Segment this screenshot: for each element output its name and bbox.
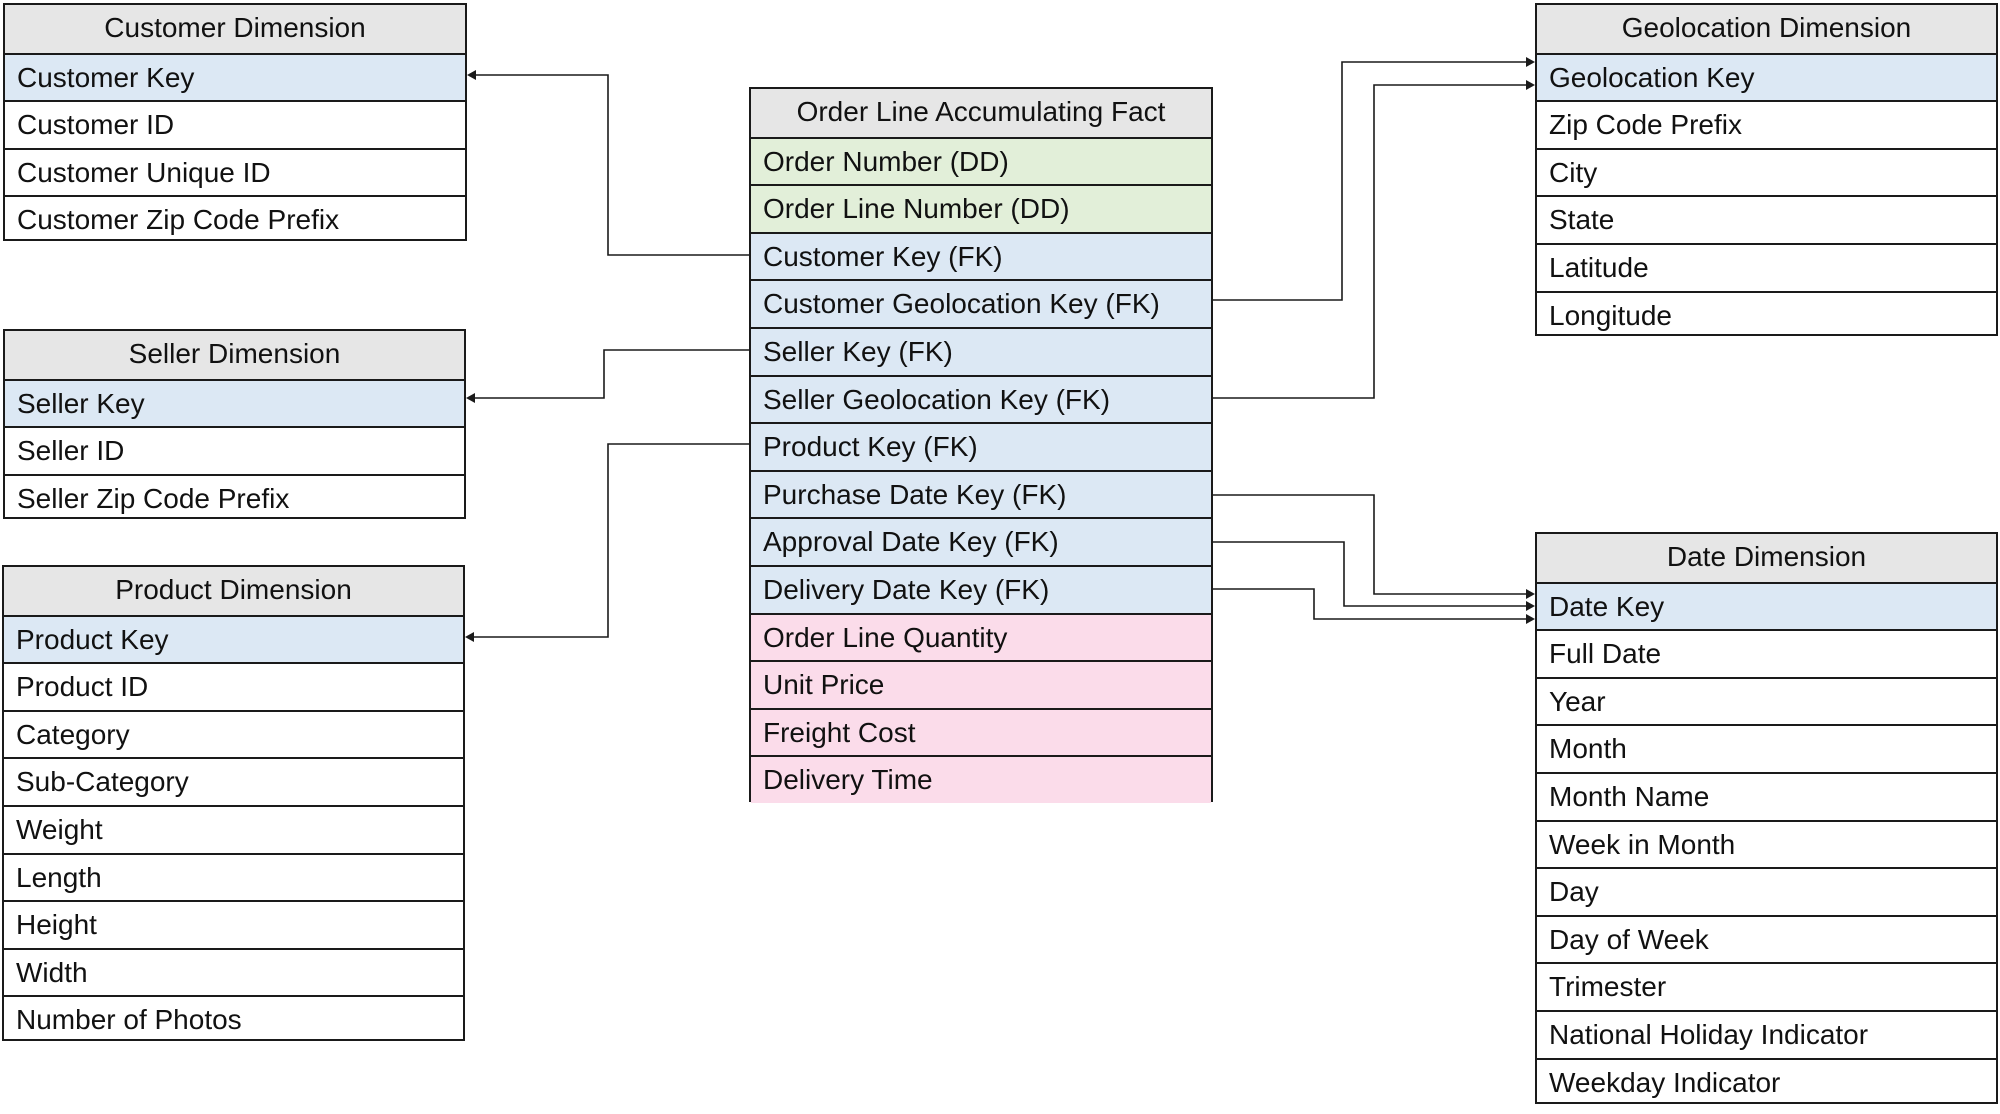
field-delivery-date-key-fk: Delivery Date Key (FK) xyxy=(751,564,1211,613)
field-length: Length xyxy=(4,852,463,901)
field-date-key: Date Key xyxy=(1537,581,1996,630)
arrowhead-delivery-date-key xyxy=(1526,614,1535,624)
field-month-name: Month Name xyxy=(1537,771,1996,820)
field-unit-price: Unit Price xyxy=(751,660,1211,708)
field-month: Month xyxy=(1537,724,1996,772)
arrowhead-product-key xyxy=(465,632,474,642)
field-city: City xyxy=(1537,147,1996,196)
field-sub-category: Sub-Category xyxy=(4,757,463,805)
field-number-of-photos: Number of Photos xyxy=(4,995,463,1043)
field-seller-geolocation-key-fk: Seller Geolocation Key (FK) xyxy=(751,374,1211,423)
field-national-holiday-indicator: National Holiday Indicator xyxy=(1537,1009,1996,1058)
field-year: Year xyxy=(1537,676,1996,725)
connector-seller-key xyxy=(473,349,749,399)
field-purchase-date-key-fk: Purchase Date Key (FK) xyxy=(751,469,1211,518)
seller-dimension-table: Seller Dimension Seller Key Seller ID Se… xyxy=(3,329,466,519)
field-height: Height xyxy=(4,900,463,948)
field-full-date: Full Date xyxy=(1537,629,1996,677)
field-product-key: Product Key xyxy=(4,614,463,663)
date-dimension-title: Date Dimension xyxy=(1537,534,1996,582)
field-freight-cost: Freight Cost xyxy=(751,707,1211,756)
field-customer-zip-code-prefix: Customer Zip Code Prefix xyxy=(5,195,465,243)
field-weight: Weight xyxy=(4,804,463,853)
arrowhead-customer-key xyxy=(467,70,476,80)
field-customer-geolocation-key-fk: Customer Geolocation Key (FK) xyxy=(751,279,1211,327)
connector-delivery-date-key xyxy=(1213,588,1528,620)
field-customer-key: Customer Key xyxy=(5,52,465,101)
field-customer-unique-id: Customer Unique ID xyxy=(5,147,465,196)
field-category: Category xyxy=(4,709,463,758)
field-delivery-time: Delivery Time xyxy=(751,755,1211,803)
customer-dimension-title: Customer Dimension xyxy=(5,5,465,53)
field-seller-zip-code-prefix: Seller Zip Code Prefix xyxy=(5,473,464,522)
connector-approval-date-key xyxy=(1213,541,1528,607)
field-week-in-month: Week in Month xyxy=(1537,819,1996,868)
field-latitude: Latitude xyxy=(1537,242,1996,291)
geolocation-dimension-table: Geolocation Dimension Geolocation Key Zi… xyxy=(1535,3,1998,336)
arrowhead-seller-geolocation-key xyxy=(1526,80,1535,90)
date-dimension-table: Date Dimension Date Key Full Date Year M… xyxy=(1535,532,1998,1104)
connector-product-key xyxy=(472,443,749,638)
field-state: State xyxy=(1537,195,1996,243)
arrowhead-customer-geolocation-key xyxy=(1526,57,1535,67)
field-approval-date-key-fk: Approval Date Key (FK) xyxy=(751,517,1211,565)
arrowhead-approval-date-key xyxy=(1526,601,1535,611)
product-dimension-table: Product Dimension Product Key Product ID… xyxy=(2,565,465,1041)
product-dimension-title: Product Dimension xyxy=(4,567,463,615)
connector-customer-geolocation-key xyxy=(1213,61,1528,301)
arrowhead-seller-key xyxy=(466,393,475,403)
field-zip-code-prefix: Zip Code Prefix xyxy=(1537,100,1996,148)
field-customer-id: Customer ID xyxy=(5,100,465,148)
field-weekday-indicator: Weekday Indicator xyxy=(1537,1057,1996,1106)
field-order-line-quantity: Order Line Quantity xyxy=(751,612,1211,661)
connector-customer-key xyxy=(474,74,749,256)
field-seller-key: Seller Key xyxy=(5,378,464,427)
fact-table-title: Order Line Accumulating Fact xyxy=(751,89,1211,137)
field-product-id: Product ID xyxy=(4,662,463,710)
field-width: Width xyxy=(4,947,463,996)
field-longitude: Longitude xyxy=(1537,290,1996,339)
field-order-number: Order Number (DD) xyxy=(751,136,1211,185)
field-product-key-fk: Product Key (FK) xyxy=(751,422,1211,470)
connector-purchase-date-key xyxy=(1213,494,1528,595)
field-trimester: Trimester xyxy=(1537,962,1996,1010)
field-order-line-number: Order Line Number (DD) xyxy=(751,184,1211,232)
field-seller-key-fk: Seller Key (FK) xyxy=(751,326,1211,375)
arrowhead-purchase-date-key xyxy=(1526,589,1535,599)
field-customer-key-fk: Customer Key (FK) xyxy=(751,231,1211,280)
geolocation-dimension-title: Geolocation Dimension xyxy=(1537,5,1996,53)
seller-dimension-title: Seller Dimension xyxy=(5,331,464,379)
connector-seller-geolocation-key xyxy=(1213,84,1528,399)
field-day-of-week: Day of Week xyxy=(1537,914,1996,963)
order-line-fact-table: Order Line Accumulating Fact Order Numbe… xyxy=(749,87,1213,803)
field-geolocation-key: Geolocation Key xyxy=(1537,52,1996,101)
field-seller-id: Seller ID xyxy=(5,426,464,474)
customer-dimension-table: Customer Dimension Customer Key Customer… xyxy=(3,3,467,241)
field-day: Day xyxy=(1537,867,1996,915)
